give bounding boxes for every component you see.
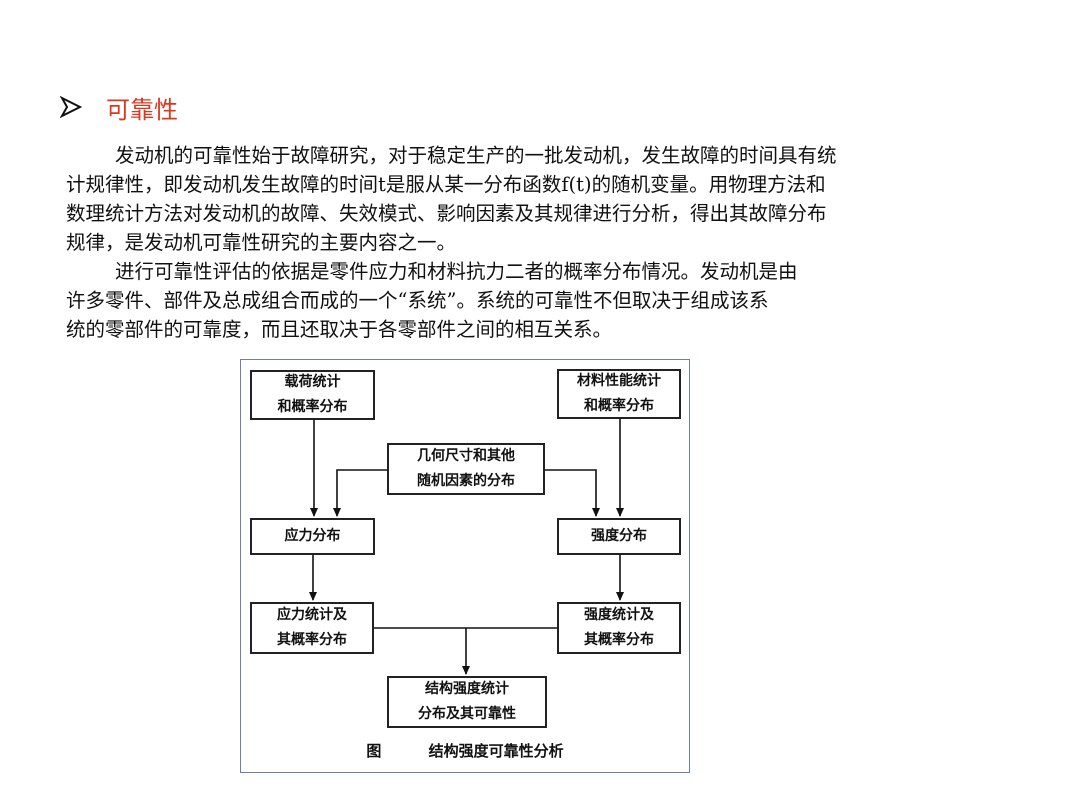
box-label: 强度统计及 (584, 607, 654, 623)
paragraph-1: 发动机的可靠性始于故障研究，对于稳定生产的一批发动机，发生故障的时间具有统 计规… (66, 141, 837, 257)
box-label: 其概率分布 (584, 632, 654, 648)
arrow-bullet-icon (60, 96, 82, 118)
paragraph-line: 统的零部件的可靠度，而且还取决于各零部件之间的相互关系。 (66, 318, 613, 341)
figure-caption-text: 结构强度可靠性分析 (428, 742, 564, 760)
box-label: 分布及其可靠性 (418, 706, 516, 722)
box-label: 载荷统计 (284, 374, 341, 390)
box-geometry-random-factors: 几何尺寸和其他 随机因素的分布 (387, 443, 545, 495)
box-stress-statistics: 应力统计及 其概率分布 (250, 602, 374, 654)
box-label: 结构强度统计 (425, 681, 509, 697)
box-strength-statistics: 强度统计及 其概率分布 (557, 602, 681, 654)
box-label: 应力统计及 (277, 607, 347, 623)
section-title: 可靠性 (106, 95, 178, 124)
paragraph-line: 进行可靠性评估的依据是零件应力和材料抗力二者的概率分布情况。发动机是由 (115, 260, 798, 283)
box-stress-distribution: 应力分布 (250, 518, 375, 555)
section-heading: 可靠性 (60, 90, 178, 124)
box-label: 强度分布 (591, 528, 647, 544)
paragraph-line: 规律，是发动机可靠性研究的主要内容之一。 (66, 231, 457, 254)
reliability-flowchart: 载荷统计 和概率分布 材料性能统计 和概率分布 几何尺寸和其他 随机因素的分布 … (240, 359, 690, 773)
box-strength-distribution: 强度分布 (557, 518, 681, 555)
box-label: 应力分布 (284, 528, 341, 544)
box-load-statistics: 载荷统计 和概率分布 (250, 370, 375, 420)
paragraph-line: 计规律性，即发动机发生故障的时间t是服从某一分布函数f(t)的随机变量。用物理方… (66, 173, 826, 196)
figure-caption-label: 图 (366, 742, 382, 760)
box-label: 和概率分布 (277, 399, 348, 415)
box-label: 几何尺寸和其他 (417, 448, 515, 464)
arrow-geometry-to-stress (333, 469, 387, 517)
box-label: 其概率分布 (277, 632, 347, 648)
paragraph-2: 进行可靠性评估的依据是零件应力和材料抗力二者的概率分布情况。发动机是由 许多零件… (66, 257, 798, 344)
flowchart-connectors (309, 419, 624, 675)
box-label: 材料性能统计 (577, 373, 661, 389)
box-structural-reliability: 结构强度统计 分布及其可靠性 (387, 676, 547, 728)
arrow-geometry-to-strength (545, 469, 600, 517)
paragraph-line: 数理统计方法对发动机的故障、失效模式、影响因素及其规律进行分析，得出其故障分布 (66, 202, 827, 225)
box-label: 随机因素的分布 (417, 473, 515, 489)
box-material-statistics: 材料性能统计 和概率分布 (557, 369, 681, 419)
figure-caption: 图 结构强度可靠性分析 (241, 740, 689, 761)
box-label: 和概率分布 (584, 398, 654, 414)
paragraph-line: 发动机的可靠性始于故障研究，对于稳定生产的一批发动机，发生故障的时间具有统 (115, 144, 837, 167)
paragraph-line: 许多零件、部件及总成组合而成的一个“系统”。系统的可靠性不但取决于组成该系 (66, 289, 769, 312)
